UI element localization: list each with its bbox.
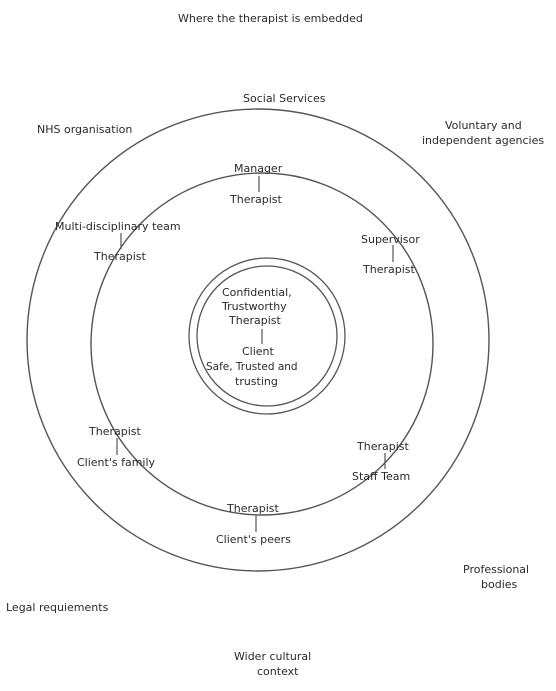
label-legal: Legal requiements — [6, 601, 109, 614]
label-family-therapist: Therapist — [89, 425, 141, 438]
label-manager-therapist: Therapist — [230, 193, 282, 206]
inner-circle-outer — [188, 257, 346, 415]
label-mdt-therapist: Therapist — [94, 250, 146, 263]
label-professional-line2: bodies — [481, 578, 518, 591]
core-line-safe-trusted: Safe, Trusted and — [206, 361, 298, 373]
diagram-title: Where the therapist is embedded — [178, 12, 363, 25]
core-line-client: Client — [242, 345, 274, 358]
label-wider-line2: context — [257, 665, 299, 678]
label-supervisor: Supervisor — [361, 233, 420, 246]
core-line-trustworthy: Trustworthy — [222, 300, 287, 313]
core-line-therapist: Therapist — [229, 314, 281, 327]
outer-circle — [26, 108, 490, 572]
label-clients-peers: Client's peers — [216, 533, 291, 546]
label-nhs-organisation: NHS organisation — [37, 123, 133, 136]
inner-circle-inner — [196, 265, 338, 407]
label-supervisor-therapist: Therapist — [363, 263, 415, 276]
label-social-services: Social Services — [243, 92, 326, 105]
core-line-confidential: Confidential, — [222, 286, 292, 299]
label-voluntary-line1: Voluntary and — [445, 119, 522, 132]
label-peers-therapist: Therapist — [227, 502, 279, 515]
label-clients-family: Client's family — [77, 456, 156, 469]
label-professional-line1: Professional — [463, 563, 530, 576]
label-staff-therapist: Therapist — [357, 440, 409, 453]
core-line-trusting: trusting — [235, 375, 278, 388]
label-voluntary-line2: independent agencies — [422, 134, 545, 147]
label-manager: Manager — [234, 162, 283, 175]
label-mdt: Multi-disciplinary team — [55, 220, 181, 233]
label-wider-line1: Wider cultural — [234, 650, 312, 663]
middle-circle — [90, 172, 434, 516]
label-staff-team: Staff Team — [352, 470, 411, 483]
